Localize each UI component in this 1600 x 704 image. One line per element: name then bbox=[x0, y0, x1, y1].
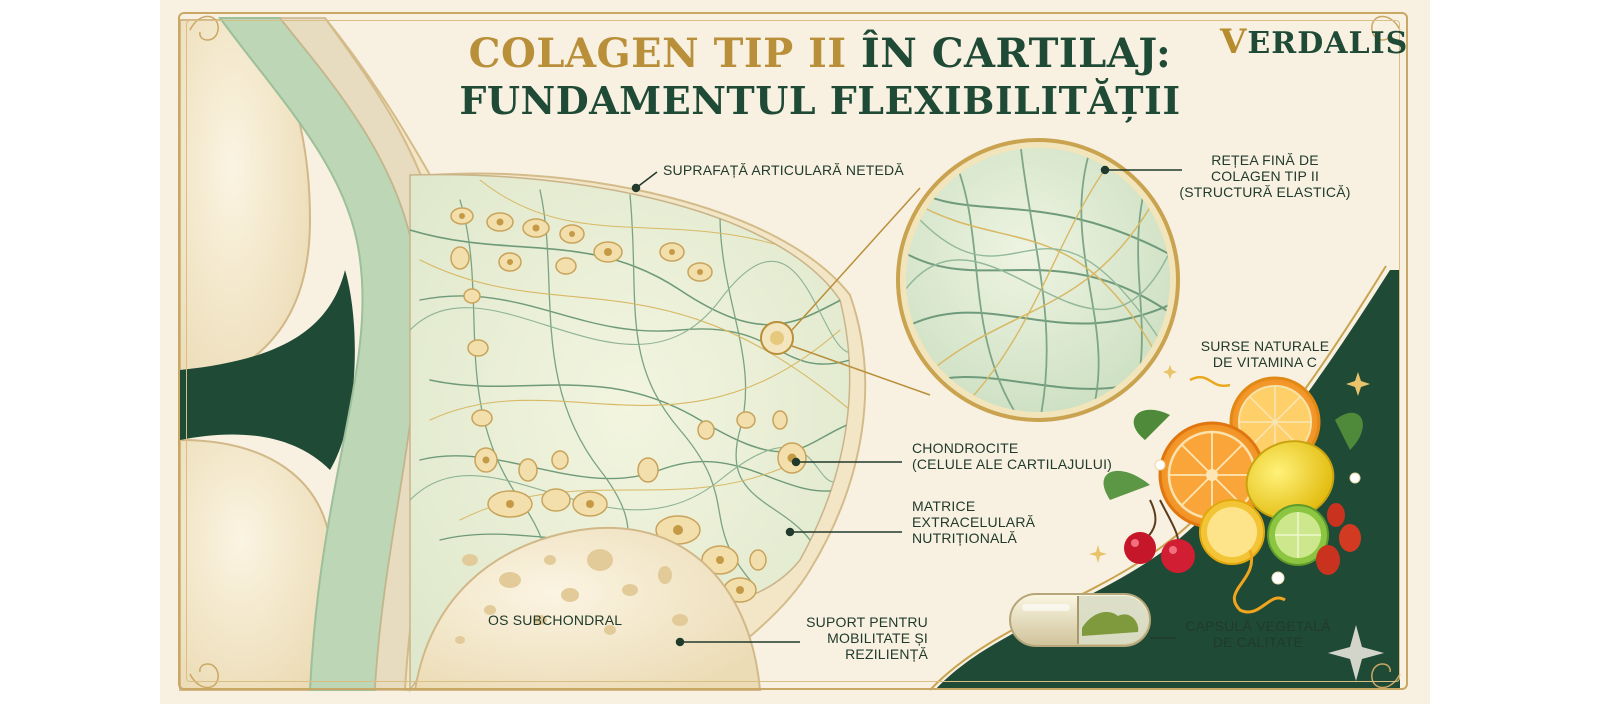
cell-nuclei bbox=[459, 213, 797, 594]
label-subchondral-bone: OS SUBCHONDRAL bbox=[488, 612, 623, 628]
joint-cavity bbox=[180, 270, 355, 470]
vegetable-capsule bbox=[1009, 593, 1151, 647]
title-line-2: FUNDAMENTUL FLEXIBILITĂȚII bbox=[459, 78, 1181, 123]
title-line-1: COLAGEN TIP II ÎN CARTILAJ: bbox=[420, 30, 1220, 77]
title-rest: ÎN CARTILAJ: bbox=[846, 30, 1172, 77]
star-watermark bbox=[1328, 625, 1384, 681]
brand-logo: VERDALIS bbox=[1220, 22, 1407, 62]
logo-leaf-v: V bbox=[1220, 22, 1248, 62]
label-capsule: CAPSULĂ VEGETALĂ DE CALITATE bbox=[1185, 618, 1331, 650]
label-vitamin-c-sources: SURSE NATURALE DE VITAMINA C bbox=[1200, 338, 1330, 370]
label-collagen-network: REȚEA FINĂ DE COLAGEN TIP II (STRUCTURĂ … bbox=[1179, 152, 1351, 200]
leader-lines bbox=[631, 165, 1182, 647]
label-support: SUPORT PENTRU MOBILITATE ȘI REZILIENȚĂ bbox=[806, 614, 928, 662]
corner-flourishes bbox=[189, 15, 1401, 689]
green-corner-panel bbox=[935, 270, 1400, 690]
label-articular-surface: SUPRAFAȚĂ ARTICULARĂ NETEDĂ bbox=[663, 162, 904, 178]
sparkles bbox=[1089, 365, 1370, 563]
logo-text: ERDALIS bbox=[1247, 26, 1409, 61]
vitamin-c-fruits bbox=[1103, 376, 1363, 614]
subchondral-bone bbox=[413, 526, 762, 691]
collagen-network bbox=[906, 148, 1170, 412]
infographic-poster: COLAGEN TIP II ÎN CARTILAJ: FUNDAMENTUL … bbox=[160, 0, 1430, 704]
label-chondrocytes: CHONDROCITE (CELULE ALE CARTILAJULUI) bbox=[912, 440, 1113, 472]
label-matrix: MATRICE EXTRACELULARĂ NUTRIȚIONALĂ bbox=[912, 498, 1036, 546]
title-highlight: COLAGEN TIP II bbox=[468, 30, 847, 77]
bone-pores bbox=[455, 549, 688, 644]
illustration bbox=[160, 0, 1430, 704]
